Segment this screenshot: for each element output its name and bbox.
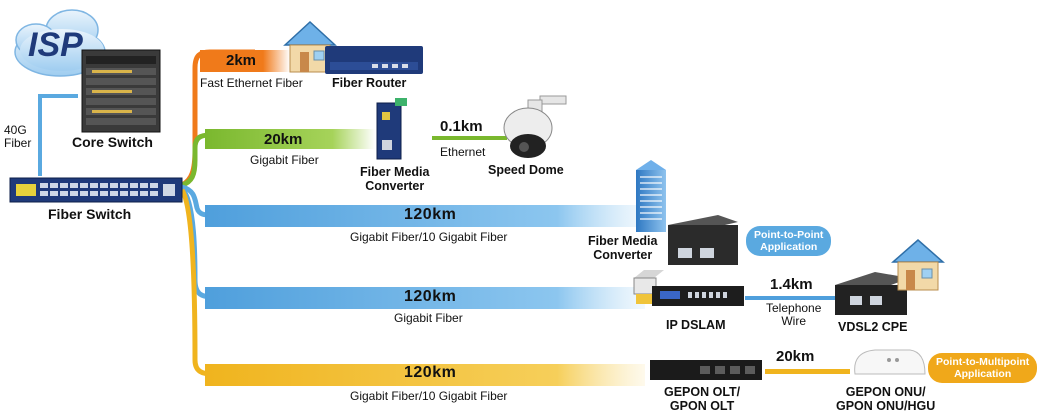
yellow-link-label: Gigabit Fiber/10 Gigabit Fiber: [350, 389, 508, 403]
blue-distance-2: 120km: [404, 288, 457, 305]
speed-dome-icon: [503, 95, 567, 158]
telephone-link: [745, 296, 835, 300]
blue-fiber-bar-2: [205, 287, 645, 309]
uplink-line: [38, 94, 42, 176]
vdsl2-cpe-icon: [835, 272, 910, 315]
green-link-label: Gigabit Fiber: [250, 153, 319, 167]
house-2-icon: [891, 239, 945, 291]
gepon-onu-icon: [854, 349, 926, 375]
point-to-point-badge: Point-to-Point Application: [746, 226, 832, 256]
media-converter-label: Fiber Media Converter: [360, 165, 430, 193]
ethernet-link: [432, 136, 507, 140]
blue-distance-1: 120km: [404, 206, 457, 223]
fiber-router-label: Fiber Router: [332, 76, 407, 90]
green-branch-curve: [181, 132, 211, 188]
telephone-distance: 1.4km: [770, 276, 813, 293]
ethernet-distance: 0.1km: [440, 118, 483, 135]
green-fiber-bar: [205, 129, 375, 149]
yellow-distance: 120km: [404, 364, 457, 381]
gepon-olt-label: GEPON OLT/ GPON OLT: [664, 385, 741, 413]
ethernet-label: Ethernet: [440, 145, 486, 159]
gepon-onu-label: GEPON ONU/ GPON ONU/HGU: [836, 385, 936, 413]
media-converter-box-icon: [668, 215, 738, 265]
core-switch-icon: [81, 49, 161, 133]
building-icon: [636, 160, 666, 232]
vdsl2-cpe-label: VDSL2 CPE: [838, 320, 908, 334]
green-distance: 20km: [264, 131, 303, 148]
gepon-olt-icon: [650, 360, 762, 380]
uplink-line-top: [38, 94, 78, 98]
blue-link-label-2: Gigabit Fiber: [394, 311, 463, 325]
yellow-branch-curve: [179, 188, 213, 377]
point-to-multipoint-badge: Point-to-Multipoint Application: [928, 353, 1038, 383]
house-icon: [283, 20, 337, 73]
telephone-label: Telephone Wire: [766, 301, 822, 328]
uplink-label: 40G Fiber: [4, 123, 32, 150]
pon-link: [765, 369, 850, 374]
pon-distance: 20km: [776, 348, 815, 365]
speed-dome-label: Speed Dome: [488, 163, 564, 177]
fiber-router-icon: [325, 46, 423, 74]
yellow-fiber-bar: [205, 364, 645, 386]
orange-fiber-bar: [200, 50, 290, 72]
fiber-switch-label: Fiber Switch: [48, 206, 132, 222]
media-converter-2-label: Fiber Media Converter: [588, 234, 658, 262]
core-switch-label: Core Switch: [72, 134, 153, 150]
fiber-switch-icon: [9, 177, 183, 203]
blue-fiber-bar-1: [205, 205, 645, 227]
ip-dslam-icon: [633, 270, 744, 306]
orange-link-label: Fast Ethernet Fiber: [200, 76, 303, 90]
media-converter-icon: [376, 98, 407, 160]
ip-dslam-label: IP DSLAM: [666, 318, 726, 332]
orange-distance: 2km: [226, 52, 257, 69]
isp-label: ISP: [28, 26, 83, 64]
blue-link-label-1: Gigabit Fiber/10 Gigabit Fiber: [350, 230, 508, 244]
